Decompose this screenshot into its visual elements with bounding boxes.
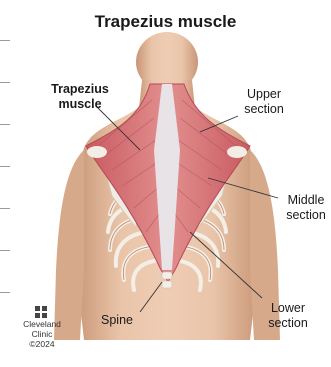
label-middle-section: Middle section bbox=[276, 193, 331, 223]
logo-name-line2: Clinic bbox=[22, 329, 62, 339]
copyright-text: ©2024 bbox=[22, 339, 62, 349]
label-trapezius-muscle: Trapezius muscle bbox=[40, 82, 120, 112]
cleveland-clinic-logo: Cleveland Clinic ©2024 bbox=[22, 305, 62, 349]
label-lower-section: Lower section bbox=[256, 301, 320, 331]
label-upper-section: Upper section bbox=[232, 87, 296, 117]
label-spine: Spine bbox=[92, 313, 142, 328]
logo-name-line1: Cleveland bbox=[22, 319, 62, 329]
left-acromion bbox=[87, 146, 107, 158]
right-acromion bbox=[227, 146, 247, 158]
